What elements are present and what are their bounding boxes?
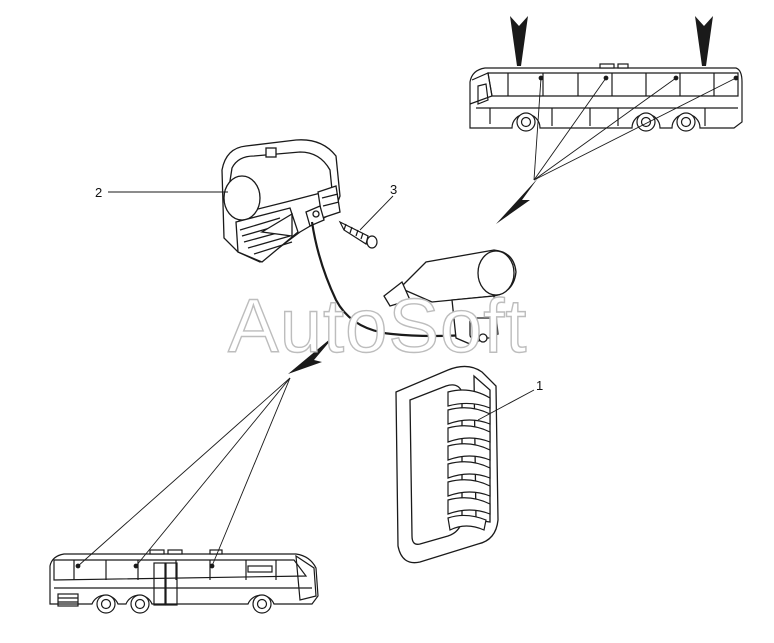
bus-bottom-illustration xyxy=(49,549,319,614)
callout-leaders xyxy=(108,191,535,421)
hammer-grip-coil xyxy=(447,389,491,531)
location-arrow-icon xyxy=(510,16,528,66)
pointer-arrow-icon xyxy=(288,334,336,374)
location-arrow-icon xyxy=(695,16,713,66)
watermark: AutoSoft xyxy=(228,284,528,369)
callout-label-holder: 2 xyxy=(95,185,102,200)
screw-illustration xyxy=(338,220,378,249)
cable xyxy=(310,221,483,338)
callout-label-hammer: 1 xyxy=(536,378,543,393)
hammer-holder-illustration xyxy=(221,139,341,263)
bottom-bus-leader-lines xyxy=(77,377,291,567)
bus-top-illustration xyxy=(469,63,743,132)
pointer-arrow-icon xyxy=(496,178,538,224)
top-bus-leader-lines xyxy=(533,77,737,181)
callout-label-screw: 3 xyxy=(390,182,397,197)
